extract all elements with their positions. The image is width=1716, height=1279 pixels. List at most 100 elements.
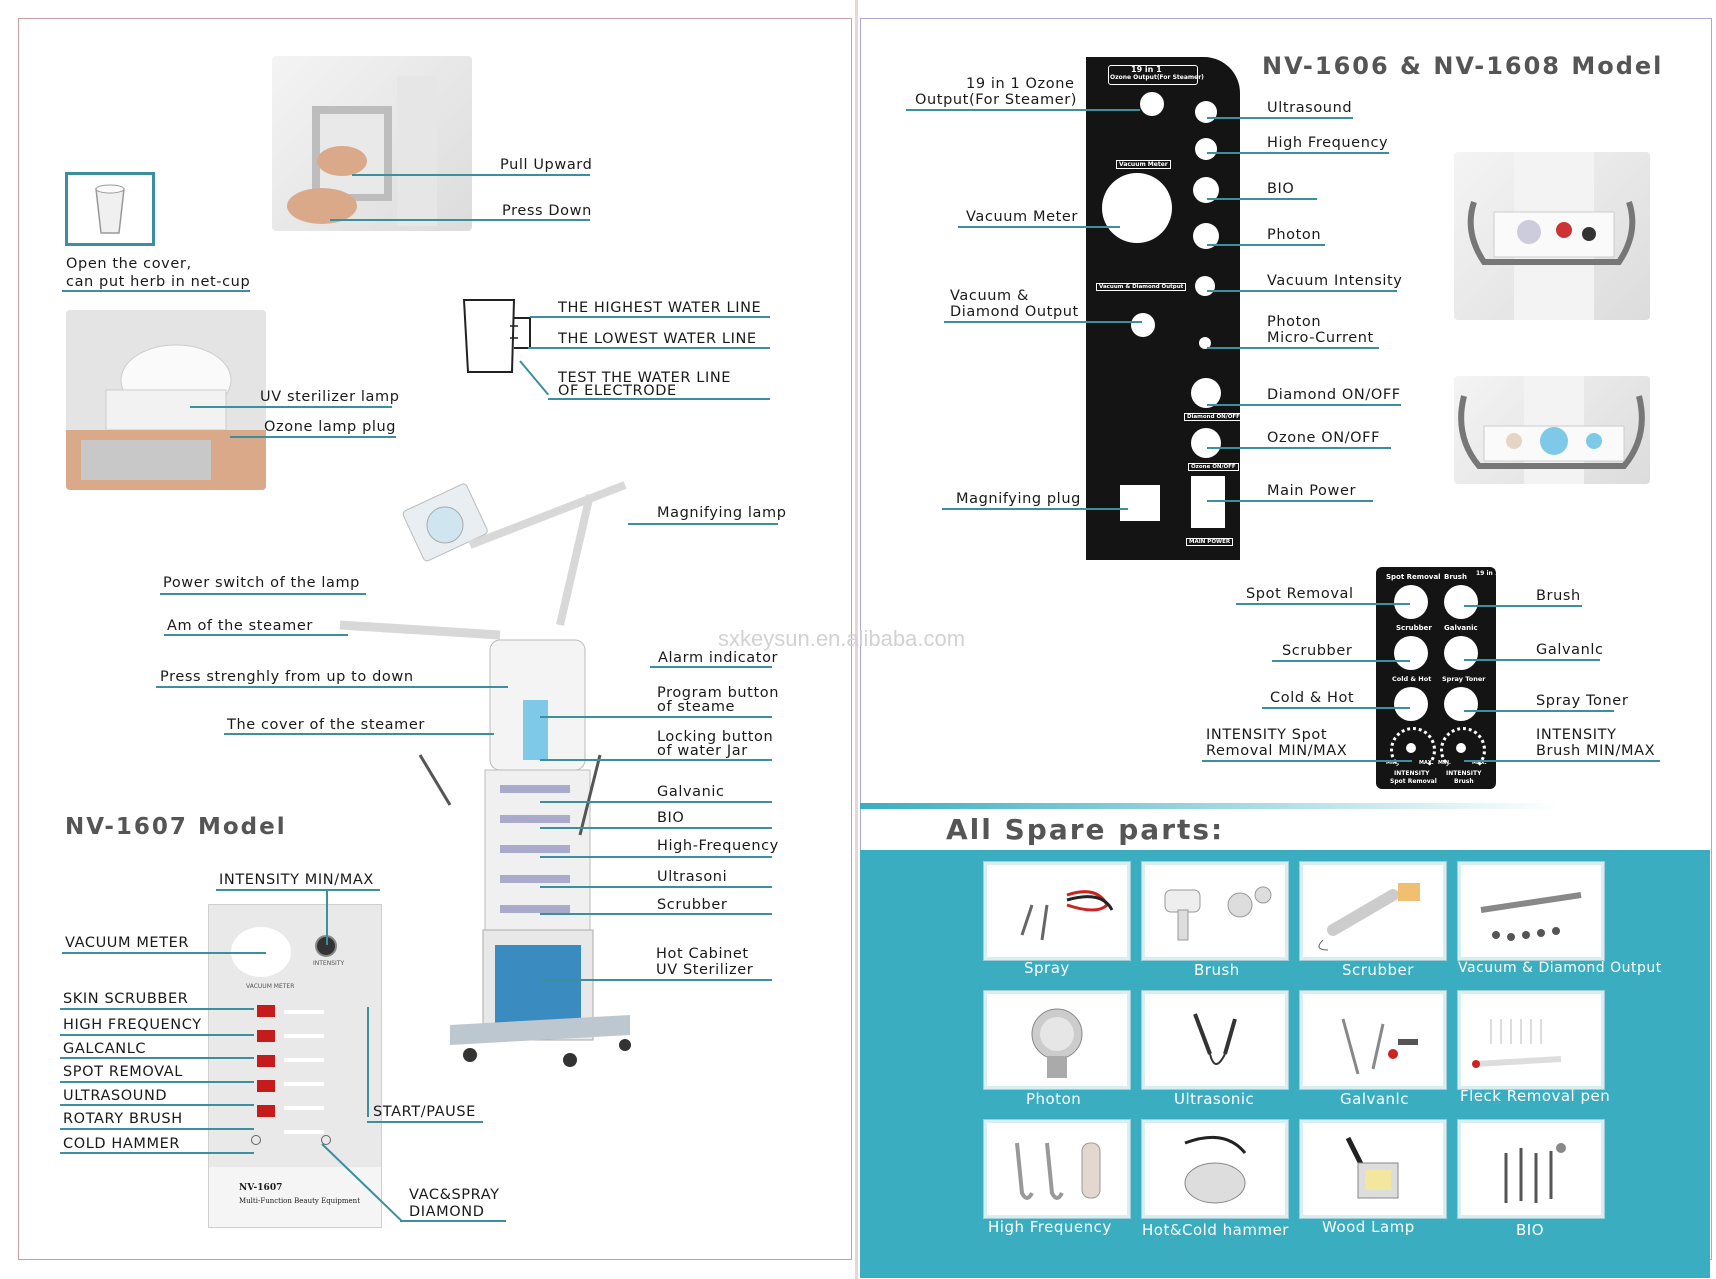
scrubber-label: Scrubber bbox=[657, 897, 728, 913]
scrubber-socket[interactable] bbox=[1394, 636, 1428, 670]
spare-card-ultrasonic[interactable] bbox=[1142, 991, 1288, 1089]
ultrasoni-line bbox=[540, 886, 772, 888]
galvanic-label-r: Galvanlc bbox=[1536, 642, 1604, 658]
spare-card-galvanic[interactable] bbox=[1300, 991, 1446, 1089]
brush-socket[interactable] bbox=[1444, 585, 1478, 619]
spare-card-hot-cold-hammer[interactable] bbox=[1142, 1120, 1288, 1218]
brush-line-r bbox=[1464, 605, 1582, 607]
spare-card-wood-lamp[interactable] bbox=[1300, 1120, 1446, 1218]
brush-intensity-knob[interactable] bbox=[1456, 743, 1466, 753]
spare-label-hot-cold-hammer: Hot&Cold hammer bbox=[1142, 1221, 1289, 1239]
press-strongly-line bbox=[156, 686, 508, 688]
galcanlc-line bbox=[60, 1057, 254, 1059]
watermark: sxkeysun.en.alibaba.com bbox=[718, 626, 966, 651]
diamond-onoff-button[interactable] bbox=[1191, 378, 1221, 408]
panel-footer bbox=[209, 1167, 381, 1227]
panel-label-cold-hammer: COLD HAMMER bbox=[63, 1136, 181, 1152]
spot-removal-line bbox=[60, 1081, 254, 1083]
vacuum-diamond-label: Vacuum & bbox=[950, 288, 1029, 304]
nv1607-title: NV-1607 Model bbox=[65, 814, 287, 840]
galvanic-socket[interactable] bbox=[1444, 636, 1478, 670]
spare-label-photon: Photon bbox=[1026, 1090, 1082, 1108]
vac-spray-label: VAC&SPRAY bbox=[409, 1187, 500, 1203]
intensity-vline bbox=[326, 889, 328, 945]
uv-lamp-label: UV sterilizer lamp bbox=[260, 389, 400, 405]
pull-upward-label: Pull Upward bbox=[500, 157, 593, 173]
photon-micro-label: Photon bbox=[1267, 314, 1322, 330]
arm-steamer-line bbox=[164, 634, 348, 636]
panel-desc-text: Multi-Function Beauty Equipment bbox=[239, 1197, 361, 1205]
electrode-line bbox=[548, 398, 770, 400]
mag-lamp-line bbox=[628, 523, 778, 525]
led-display-3 bbox=[257, 1055, 275, 1067]
hf-line bbox=[540, 856, 772, 858]
spare-card-vacuum-diamond[interactable] bbox=[1458, 862, 1604, 960]
ultrasound-line bbox=[60, 1104, 254, 1106]
spare-divider-bar bbox=[860, 803, 1560, 809]
galvanic-text: Galvanic bbox=[1444, 624, 1478, 632]
hot-cabinet-label: Hot Cabinet bbox=[656, 946, 749, 962]
skin-scrubber-line bbox=[60, 1008, 254, 1010]
intensity-min-max-label: INTENSITY MIN/MAX bbox=[219, 872, 374, 888]
ozone-onoff-line bbox=[1207, 447, 1391, 449]
spot-removal-text: Spot Removal bbox=[1386, 573, 1441, 581]
spray-toner-label: Spray Toner bbox=[1536, 693, 1629, 709]
ozone-output-socket[interactable] bbox=[1140, 92, 1164, 116]
highest-line bbox=[530, 316, 770, 318]
spare-card-photon[interactable] bbox=[984, 991, 1130, 1089]
spare-card-fleck-removal-pen[interactable] bbox=[1458, 991, 1604, 1089]
ultrasoni-label: Ultrasoni bbox=[657, 869, 728, 885]
spot-removal-socket[interactable] bbox=[1394, 585, 1428, 619]
vacuum-intensity-knob[interactable] bbox=[1195, 276, 1215, 296]
lowest-line bbox=[528, 347, 770, 349]
spare-card-bio[interactable] bbox=[1458, 1120, 1604, 1218]
hot-cabinet-line bbox=[540, 979, 772, 981]
spot-intensity-knob[interactable] bbox=[1406, 743, 1416, 753]
steamer-head-photo bbox=[66, 310, 266, 490]
galvanic-line-r bbox=[1464, 659, 1600, 661]
magnifying-plug-socket[interactable] bbox=[1120, 485, 1160, 521]
vacuum-meter-line-r bbox=[958, 226, 1120, 228]
start-pause-vline bbox=[367, 1007, 369, 1117]
uv-sterilizer-label: UV Sterilizer bbox=[656, 962, 754, 978]
main-power-line bbox=[1207, 500, 1373, 502]
spare-card-brush[interactable] bbox=[1142, 862, 1288, 960]
vacuum-diamond-socket[interactable] bbox=[1131, 313, 1155, 337]
diamond-label: DIAMOND bbox=[409, 1204, 485, 1220]
bio-label: BIO bbox=[657, 810, 685, 826]
ozone-onoff-button[interactable] bbox=[1191, 428, 1221, 458]
uv-lamp-line bbox=[190, 406, 392, 408]
led-display-1 bbox=[257, 1005, 275, 1017]
electrode-label: OF ELECTRODE bbox=[558, 383, 677, 399]
vacuum-meter-text: Vacuum Meter bbox=[1116, 160, 1171, 169]
cup-caption-line1: Open the cover, bbox=[66, 256, 192, 272]
cold-hot-socket[interactable] bbox=[1394, 687, 1428, 721]
spare-parts-title: All Spare parts: bbox=[946, 813, 1225, 846]
spare-card-high-frequency[interactable] bbox=[984, 1120, 1130, 1218]
diamond-onoff-label: Diamond ON/OFF bbox=[1267, 387, 1401, 403]
high-frequency-label: High-Frequency bbox=[657, 838, 779, 854]
spare-card-spray[interactable] bbox=[984, 862, 1130, 960]
ultrasound-socket[interactable] bbox=[1195, 101, 1217, 123]
photon-label-r: Photon bbox=[1267, 227, 1322, 243]
left-page-border bbox=[18, 18, 852, 1260]
press-strongly-label: Press strenghly from up to down bbox=[160, 669, 414, 685]
page-fold bbox=[855, 0, 858, 1279]
vacuum-diamond-text: Vacuum & Diamond Output bbox=[1096, 283, 1187, 291]
nv1606-control-panel: 19 in 1 Ozone Output(For Steamer) Vacuum… bbox=[1086, 57, 1243, 560]
micro-current-socket[interactable] bbox=[1199, 337, 1211, 349]
spare-card-scrubber[interactable] bbox=[1300, 862, 1446, 960]
vac-spray-button[interactable] bbox=[321, 1135, 331, 1145]
spray-toner-socket[interactable] bbox=[1444, 687, 1478, 721]
vac-spray-line bbox=[400, 1220, 506, 1222]
test-water-line-label: TEST THE WATER LINE bbox=[558, 370, 732, 386]
cold-hammer-button[interactable] bbox=[251, 1135, 261, 1145]
intensity-text-1b: Spot Removal bbox=[1390, 778, 1437, 785]
high-frequency-socket[interactable] bbox=[1195, 138, 1217, 160]
photon-line-r bbox=[1207, 244, 1325, 246]
bio-line-r bbox=[1207, 198, 1317, 200]
main-power-switch[interactable] bbox=[1191, 476, 1225, 528]
ozone-onoff-label: Ozone ON/OFF bbox=[1267, 430, 1381, 446]
press-down-line bbox=[330, 219, 590, 221]
high-frequency-label-r: High Frequency bbox=[1267, 135, 1389, 151]
